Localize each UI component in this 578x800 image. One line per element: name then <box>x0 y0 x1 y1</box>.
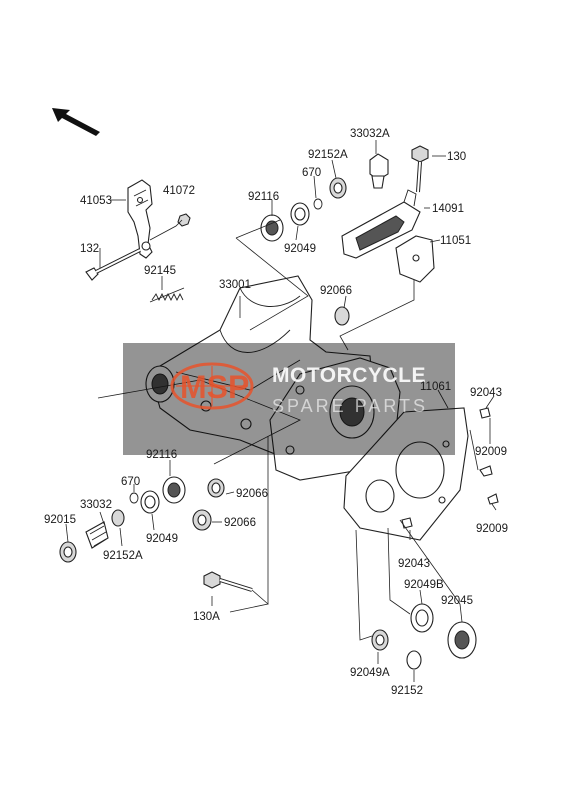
label-92009-b: 92009 <box>476 523 508 535</box>
label-92043-bot: 92043 <box>398 558 430 570</box>
label-92152: 92152 <box>391 685 423 697</box>
watermark-line2: SPARE PARTS <box>272 396 428 416</box>
cap-92152A-top <box>329 177 347 199</box>
leader-lines <box>65 140 497 682</box>
label-670-top: 670 <box>302 167 321 179</box>
label-92116-bot: 92116 <box>146 449 177 461</box>
label-14091: 14091 <box>432 203 464 215</box>
watermark-line1: MOTORCYCLE <box>272 364 426 387</box>
label-92049A: 92049A <box>350 667 390 679</box>
cap-92152 <box>406 650 422 670</box>
bolt-132 <box>85 248 141 281</box>
label-11051: 11051 <box>440 235 471 247</box>
msp-logo: MSP <box>170 362 254 410</box>
label-11061: 11061 <box>420 381 451 393</box>
seal-92066-top <box>334 306 350 326</box>
screw-92009-b <box>487 493 499 505</box>
breather-33032A <box>369 153 389 189</box>
label-92049-bot: 92049 <box>146 533 178 545</box>
label-92066-mid: 92066 <box>236 488 268 500</box>
label-130: 130 <box>447 151 466 163</box>
part-labels: 33032A 130 92152A 670 14091 92116 11051 … <box>44 128 508 697</box>
label-92066-bot: 92066 <box>224 517 256 529</box>
label-92066-top: 92066 <box>320 285 352 297</box>
bracket-41053 <box>127 179 153 259</box>
oring-670-bot <box>129 492 139 504</box>
label-33032A: 33032A <box>350 128 390 140</box>
bolt-130A <box>203 571 253 592</box>
gasket-cover-11061 <box>343 407 469 541</box>
case-cover-11061 <box>269 357 401 481</box>
label-41053: 41053 <box>80 195 112 207</box>
dowel-92043-top <box>479 407 491 419</box>
seal-92049-bot <box>140 490 160 514</box>
label-92049-top: 92049 <box>284 243 316 255</box>
seal-92049A <box>371 629 389 651</box>
label-92116-top: 92116 <box>248 191 279 203</box>
bolt-130 <box>411 145 429 193</box>
seal-92066-mid <box>207 478 225 498</box>
label-92049B: 92049B <box>404 579 444 591</box>
label-33001: 33001 <box>219 279 251 291</box>
spring-92145 <box>149 287 185 303</box>
label-41072: 41072 <box>163 185 195 197</box>
watermark-brand: MSP <box>180 369 249 405</box>
label-92009-a: 92009 <box>475 446 507 458</box>
label-92043-top: 92043 <box>470 387 502 399</box>
screw-92009-a <box>479 465 493 477</box>
seal-92066-bot <box>192 509 212 531</box>
oring-670-top <box>313 198 323 210</box>
cap-92152A-bot <box>111 509 125 527</box>
dowel-92043-bot <box>401 517 413 529</box>
front-direction-arrow-icon <box>52 108 100 136</box>
bearing-92045 <box>447 621 477 659</box>
breather-33032 <box>85 521 109 549</box>
guard-14091 <box>341 189 421 259</box>
bracket-11051 <box>395 235 435 283</box>
label-670-bot: 670 <box>121 476 140 488</box>
seal-92049-top <box>290 202 310 226</box>
label-92145: 92145 <box>144 265 176 277</box>
bearing-92116-bot <box>162 476 186 504</box>
label-92152A-top: 92152A <box>308 149 348 161</box>
watermark: MSP MOTORCYCLE SPARE PARTS <box>123 343 455 455</box>
label-92045: 92045 <box>441 595 473 607</box>
cap-92015 <box>59 541 77 563</box>
label-130A: 130A <box>193 611 220 623</box>
seal-92049B <box>410 603 434 633</box>
label-92015: 92015 <box>44 514 76 526</box>
label-92152A-bot: 92152A <box>103 550 143 562</box>
label-33032: 33032 <box>80 499 112 511</box>
bearing-92116-top <box>260 214 284 242</box>
label-132: 132 <box>80 243 99 255</box>
nut-41072 <box>177 213 191 227</box>
